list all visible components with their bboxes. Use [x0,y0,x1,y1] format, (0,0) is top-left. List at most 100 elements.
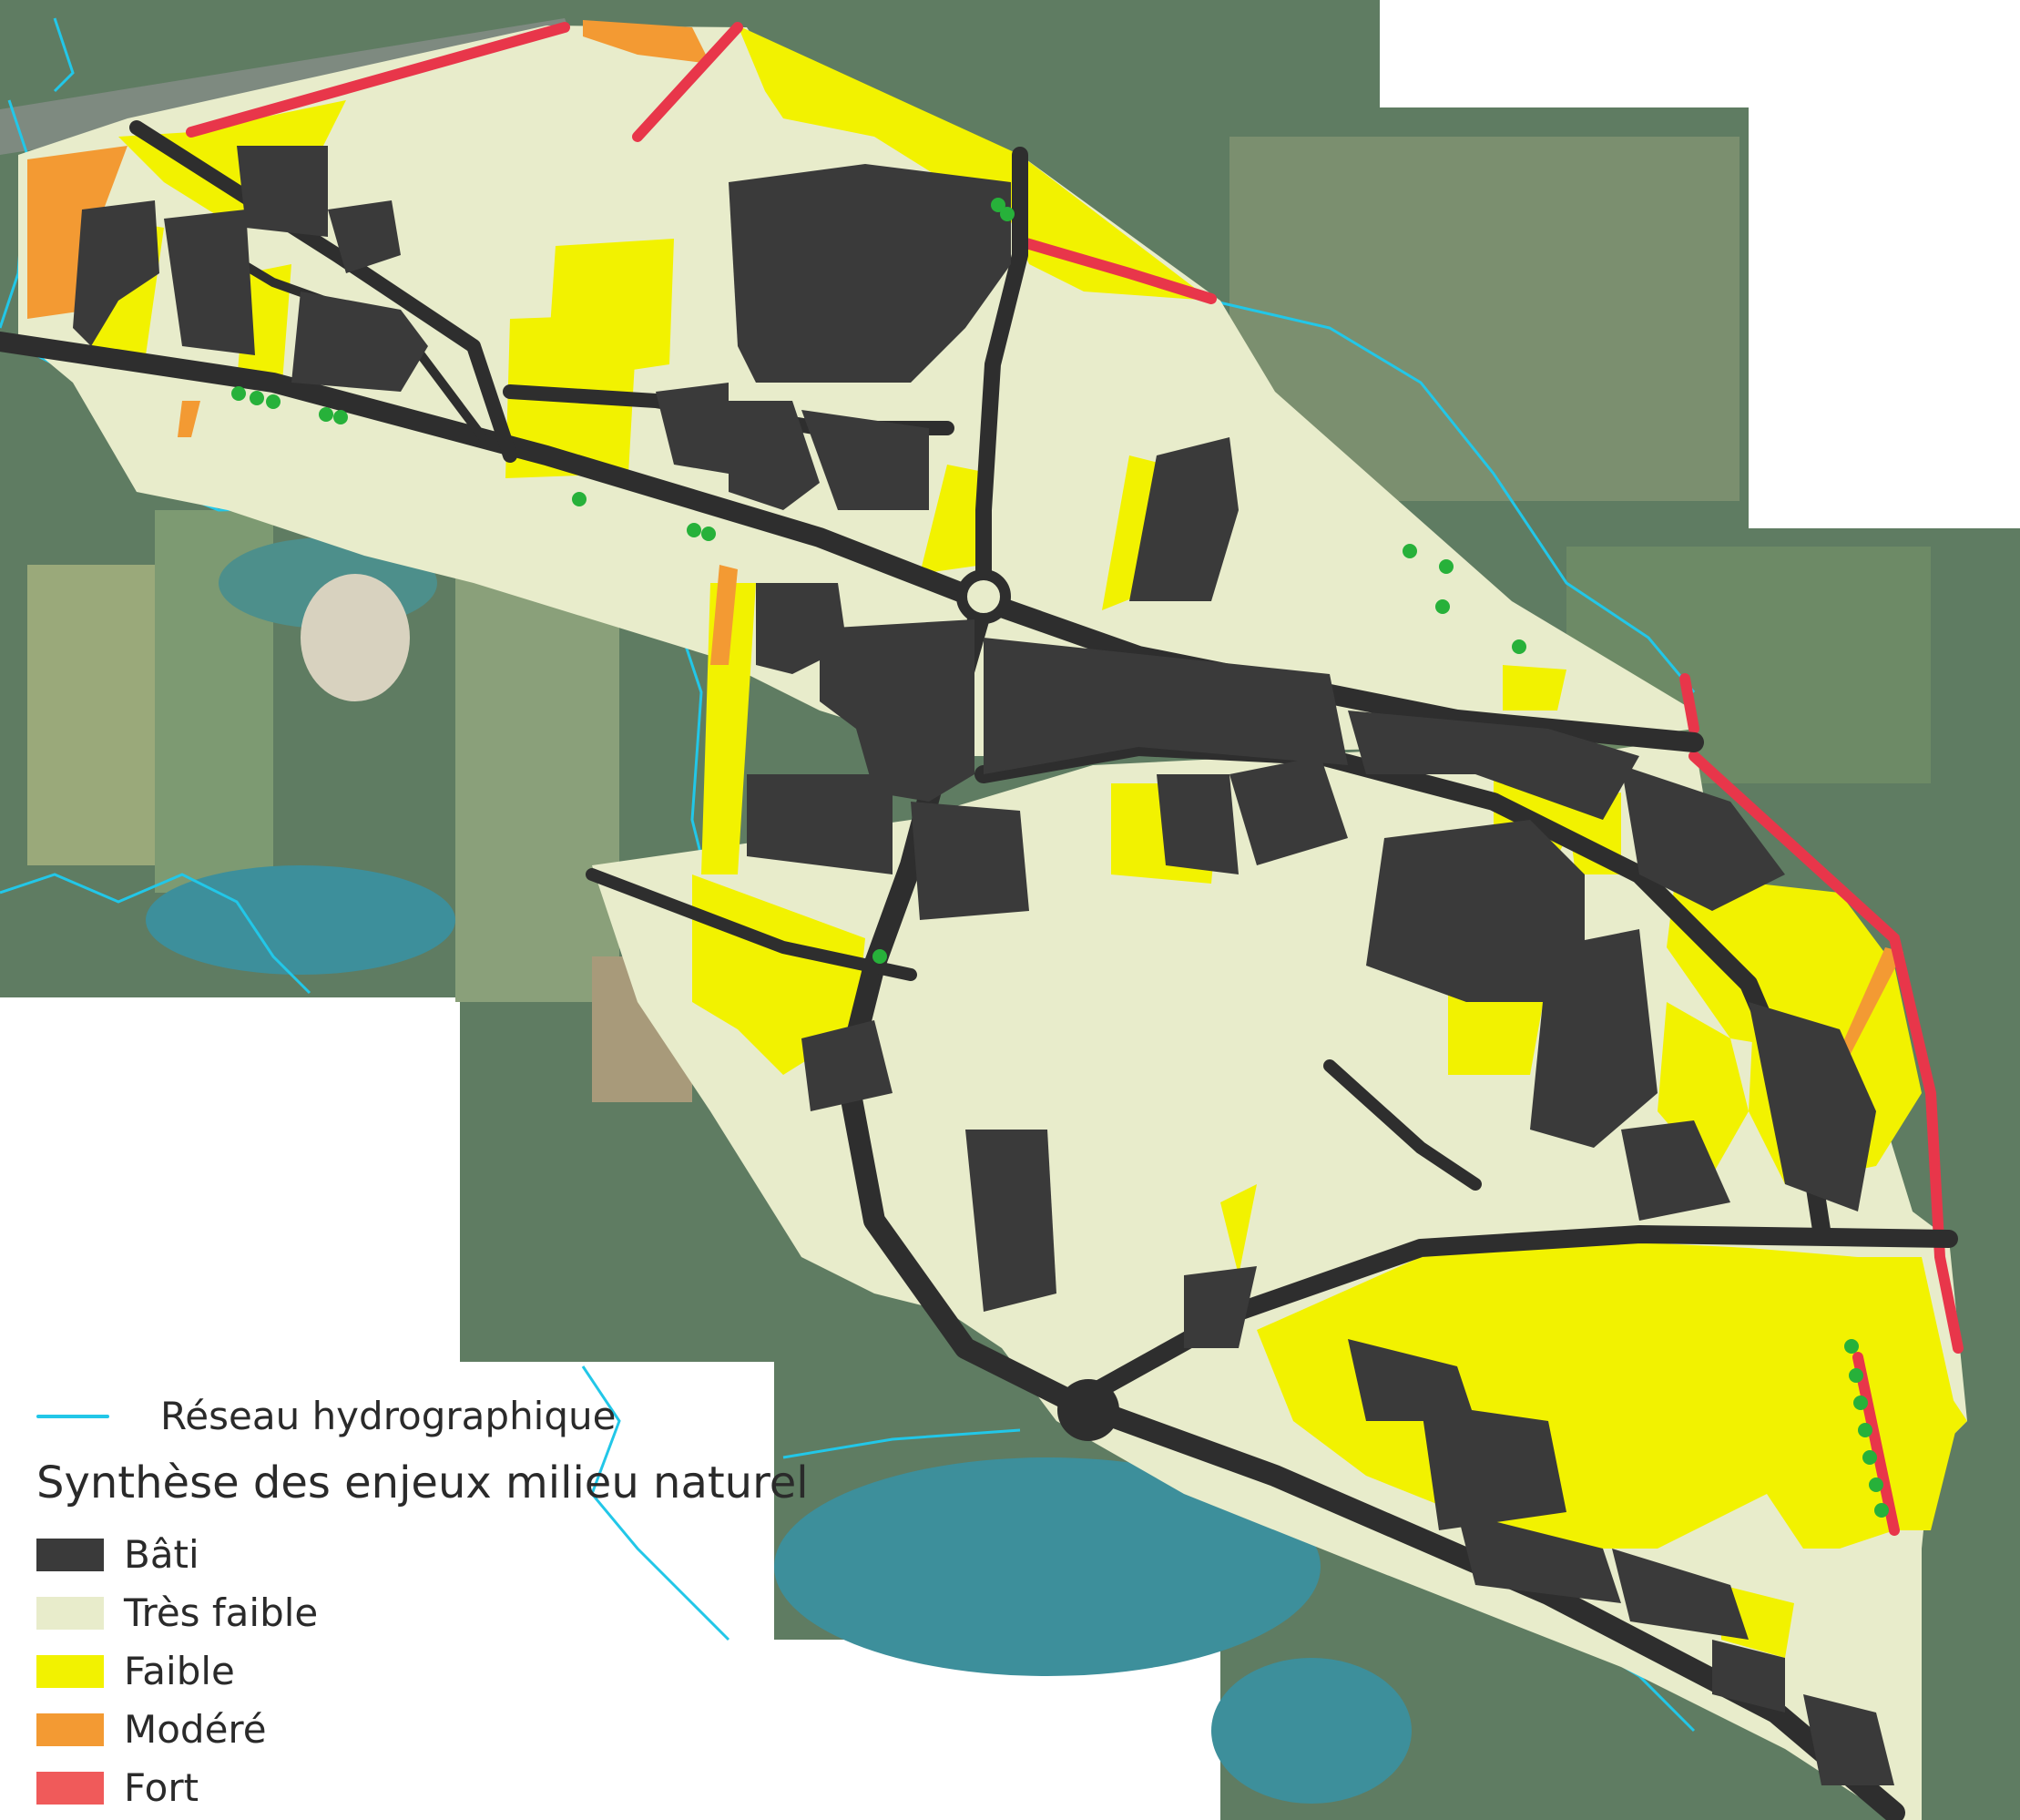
tree-icon [319,407,333,422]
legend-hydro-label: Réseau hydrographique [160,1394,617,1438]
tree-icon [1439,559,1454,574]
stream [0,873,311,995]
road-sw-spur [586,868,917,981]
bati-block[interactable] [1229,756,1348,865]
lake [774,1457,1321,1676]
road-s-spur [1323,1059,1482,1191]
tree-icon [333,410,348,424]
bati-block[interactable] [164,210,255,355]
bati-block[interactable] [328,200,401,273]
bati-block[interactable] [984,638,1348,774]
stream [1210,299,1696,693]
bati-block[interactable] [801,410,929,510]
bati-block[interactable] [820,619,974,802]
roundabout-south [1057,1379,1119,1441]
tree-icon [1512,639,1526,654]
tree-icon [1435,599,1450,614]
faible-parcel[interactable] [1220,1184,1257,1275]
legend-label-tres-faible: Très faible [124,1590,319,1635]
faible-parcel[interactable] [920,465,993,574]
fort-edge[interactable] [1015,236,1217,304]
bati-block[interactable] [1712,1640,1785,1713]
map-legend: Réseau hydrographique Synthèse des enjeu… [0,1366,809,1820]
bati-block[interactable] [1621,765,1785,911]
modere-parcel[interactable] [583,20,710,64]
fort-edge[interactable] [186,22,570,138]
fort-edge[interactable] [1688,751,1964,1354]
bati-block[interactable] [965,1130,1056,1312]
tree-icon [991,198,1005,212]
zone-bati[interactable] [73,146,1894,1785]
tree-icon [572,492,587,506]
field-patch [1566,547,1931,783]
legend-row-hydro: Réseau hydrographique [36,1397,616,1436]
tree-icon [1858,1423,1872,1437]
road-main-ew [0,332,1704,752]
tree-icon [1862,1450,1877,1465]
tree-icon [701,527,716,541]
faible-parcel[interactable] [738,26,1211,301]
tree-icon [1403,544,1417,558]
legend-label-fort: Fort [124,1765,199,1810]
bati-block[interactable] [1749,1002,1876,1212]
legend-swatch-tres-faible [36,1597,104,1630]
legend-swatch-modere [36,1713,104,1746]
tree-icon [250,391,264,405]
legend-label-faible: Faible [124,1649,235,1693]
bati-block[interactable] [73,200,159,346]
fort-edge[interactable] [1679,673,1699,734]
quarry [301,574,410,701]
bati-block[interactable] [656,383,729,474]
bati-block[interactable] [1530,929,1658,1148]
legend-swatch-faible [36,1655,104,1688]
bati-block[interactable] [729,164,1011,383]
road-north-south [975,147,1028,609]
modere-parcel[interactable] [1831,947,1903,1075]
fort-edge[interactable] [1852,1352,1900,1536]
legend-label-bati: Bâti [124,1532,199,1577]
fort-edge[interactable] [632,22,743,142]
legend-label-modere: Modéré [124,1707,267,1752]
tree-icon [1844,1339,1859,1354]
modere-parcel[interactable] [710,565,738,665]
bati-block[interactable] [1348,1339,1475,1421]
bati-block[interactable] [237,146,328,237]
bati-block[interactable] [1803,1694,1894,1785]
bati-block[interactable] [1184,1266,1257,1348]
bati-block[interactable] [801,1020,893,1111]
modere-parcel[interactable] [178,401,200,437]
bati-block[interactable] [1421,1403,1566,1530]
lake [1211,1658,1412,1804]
legend-row-bati: Bâti [36,1536,199,1574]
bati-block[interactable] [1348,711,1639,820]
bati-block[interactable] [291,291,428,392]
legend-row-fort: Fort [36,1769,199,1807]
bati-block[interactable] [747,774,893,874]
bati-block[interactable] [1157,774,1239,874]
bati-block[interactable] [911,802,1029,920]
bati-block[interactable] [1457,1512,1621,1603]
stream [581,1365,730,1641]
bati-block[interactable] [729,401,820,510]
modere-parcel[interactable] [27,146,128,319]
bati-block[interactable] [1129,437,1239,601]
faible-parcel[interactable] [1503,665,1566,711]
zone-fort[interactable] [186,22,1964,1536]
faible-parcel[interactable] [1721,1585,1794,1658]
tree-icon [1874,1503,1889,1518]
legend-row-faible: Faible [36,1652,235,1691]
stream [782,1428,1021,1459]
trees [231,198,1889,1518]
tres-faible-area-north[interactable] [18,26,1694,756]
bati-block[interactable] [1612,1549,1749,1640]
tree-icon [231,386,246,401]
roundabout-north [956,569,1011,624]
bati-block[interactable] [1366,820,1585,1002]
bati-block[interactable] [1621,1120,1730,1221]
tree-icon [872,949,887,964]
zone-modere[interactable] [27,20,1903,1075]
legend-swatch-fort [36,1772,104,1805]
lake [146,865,455,975]
